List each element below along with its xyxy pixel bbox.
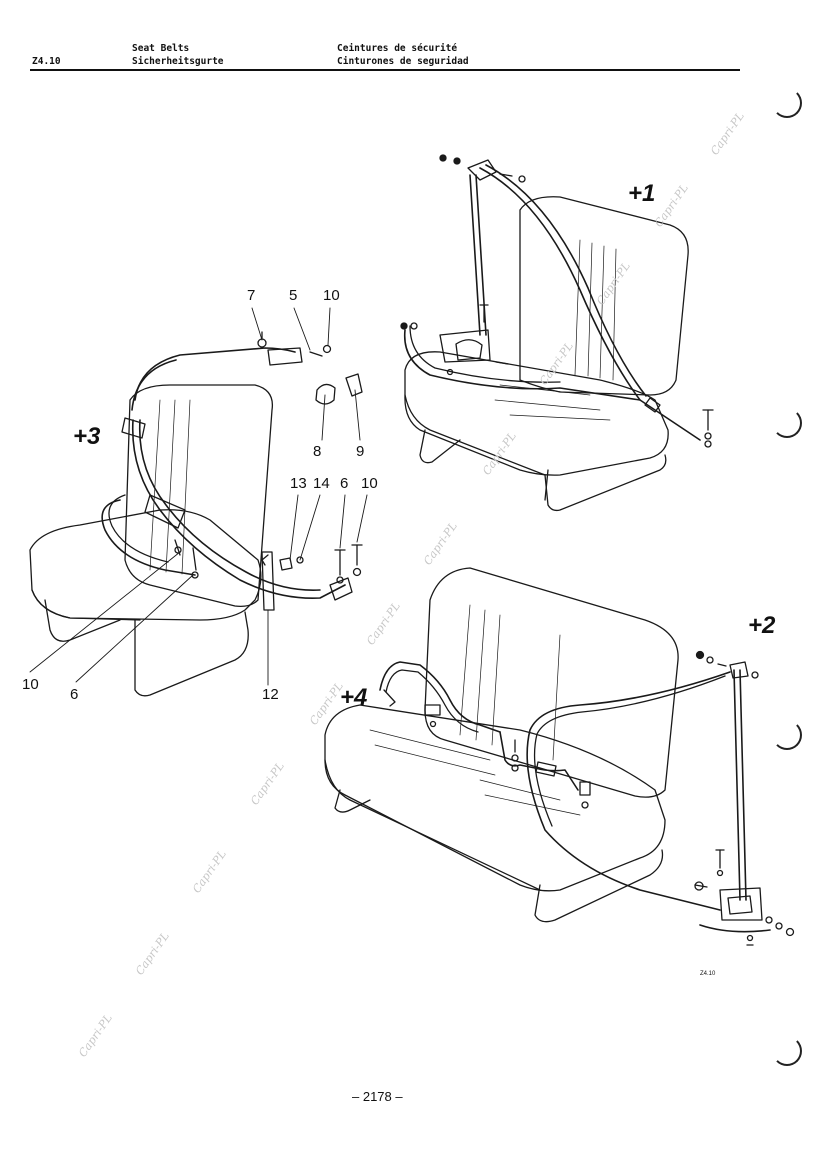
figure-id: Z4.10 (700, 971, 716, 977)
callout-5: 5 (289, 287, 298, 304)
title-spanish: Cinturones de seguridad (337, 56, 469, 67)
binder-hole-mark (772, 408, 802, 438)
rear-belt-view-2 (526, 650, 795, 946)
view-label-3: +3 (73, 423, 101, 450)
callout-10-right: 10 (361, 475, 378, 492)
header-rule (30, 69, 740, 71)
view-label-4: +4 (340, 684, 368, 711)
section-code: Z4.10 (32, 56, 61, 67)
title-german: Sicherheitsgurte (132, 56, 224, 67)
callout-13: 13 (290, 475, 307, 492)
binder-hole-mark (772, 720, 802, 750)
callout-8: 8 (313, 443, 322, 460)
title-english: Seat Belts (132, 43, 190, 54)
callout-6-left: 6 (70, 686, 79, 703)
rear-bench-view-4 (324, 567, 679, 923)
title-french: Ceintures de sécurité (337, 43, 458, 54)
view-label-1: +1 (628, 180, 656, 207)
callout-10-top: 10 (323, 287, 340, 304)
callout-14: 14 (313, 475, 330, 492)
callout-6-right: 6 (340, 475, 349, 492)
front-seat-view-1 (400, 154, 714, 512)
callout-7: 7 (247, 287, 256, 304)
callout-9: 9 (356, 443, 365, 460)
front-seat-view-3 (29, 331, 363, 697)
page-number: – 2178 – (352, 1089, 403, 1104)
binder-hole-mark (772, 1036, 802, 1066)
callout-12: 12 (262, 686, 279, 703)
callout-10-left: 10 (22, 676, 39, 693)
binder-hole-mark (772, 88, 802, 118)
view-label-2: +2 (748, 612, 776, 639)
